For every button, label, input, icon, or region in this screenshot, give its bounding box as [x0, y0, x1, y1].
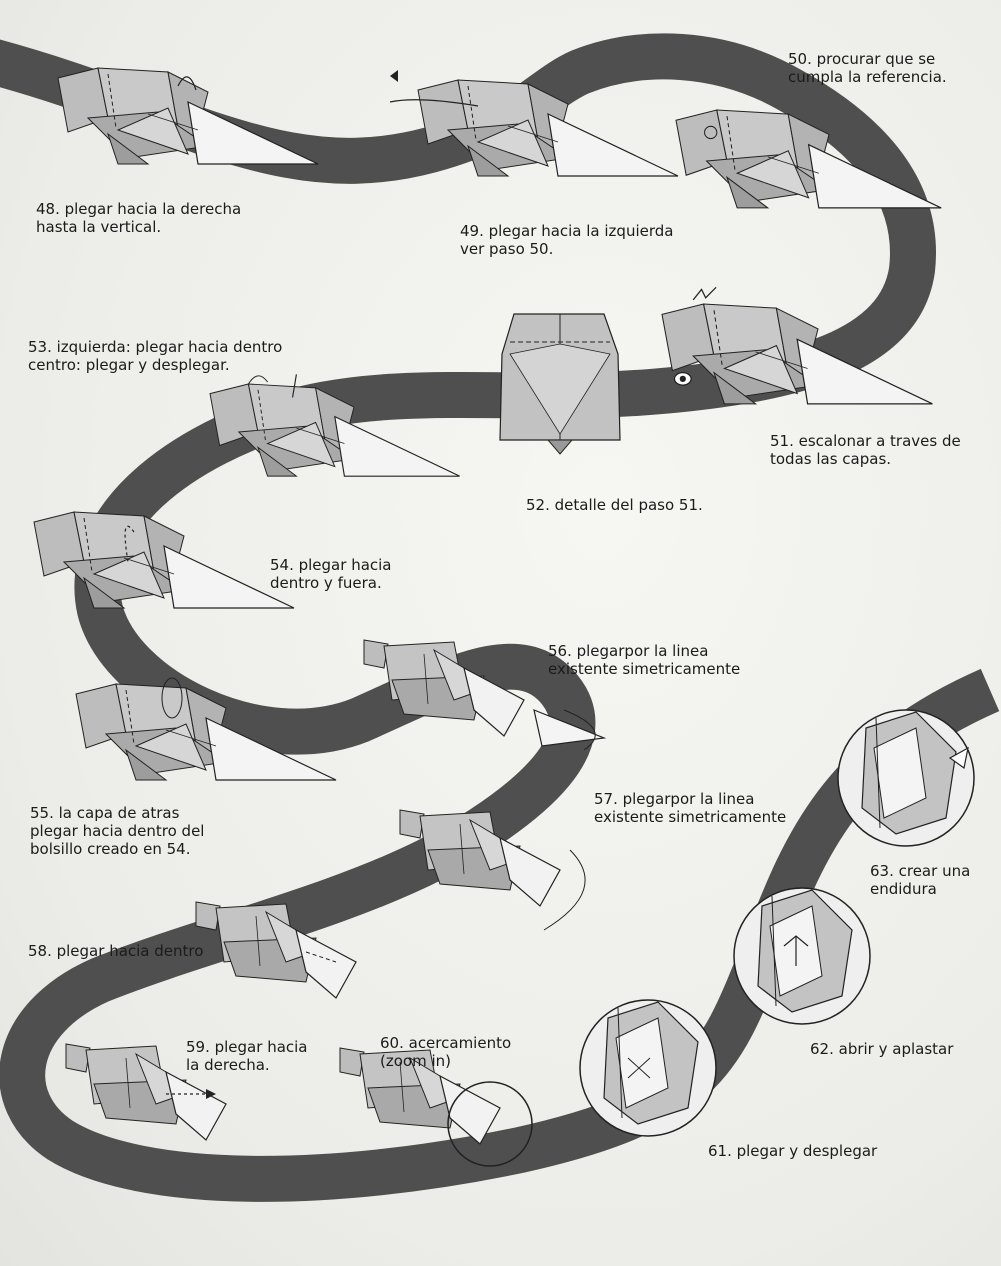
step-60-figure [339, 1047, 533, 1167]
step-52-caption: 52. detalle del paso 51. [526, 496, 703, 514]
step-53-caption: 53. izquierda: plegar hacia dentro centr… [28, 338, 283, 374]
step-55-figure [75, 677, 337, 781]
step-50-caption: 50. procurar que se cumpla la referencia… [788, 50, 947, 86]
step-52-figure [499, 313, 621, 455]
step-59-figure [65, 1043, 227, 1141]
step-58-caption: 58. plegar hacia dentro [28, 942, 204, 960]
step-61-figure [579, 999, 717, 1137]
step-61-caption: 61. plegar y desplegar [708, 1142, 878, 1160]
step-58-figure [195, 901, 357, 999]
step-51-caption: 51. escalonar a traves de todas las capa… [770, 432, 961, 468]
step-51-figure [661, 286, 934, 405]
step-56-figure [363, 639, 607, 751]
step-60-caption: 60. acercamiento (zoom in) [380, 1034, 512, 1070]
step-48-caption: 48. plegar hacia la derecha hasta la ver… [36, 200, 242, 236]
step-50-figure [675, 109, 942, 209]
step-57-figure [399, 809, 586, 931]
step-49-caption: 49. plegar hacia la izquierda ver paso 5… [460, 222, 674, 258]
step-48-figure [57, 67, 319, 165]
step-63-figure [837, 709, 975, 847]
step-62-figure [733, 887, 871, 1025]
step-54-figure [33, 511, 295, 609]
step-56-caption: 56. plegarpor la linea existente simetri… [548, 642, 741, 678]
step-63-caption: 63. crear una endidura [870, 862, 971, 898]
ribbon-path [0, 33, 1000, 1202]
step-49-figure [389, 70, 679, 177]
step-54-caption: 54. plegar hacia dentro y fuera. [270, 556, 392, 592]
step-57-caption: 57. plegarpor la linea existente simetri… [594, 790, 787, 826]
step-62-caption: 62. abrir y aplastar [810, 1040, 954, 1058]
step-53-figure [209, 374, 461, 477]
step-59-caption: 59. plegar hacia la derecha. [186, 1038, 308, 1074]
step-55-caption: 55. la capa de atras plegar hacia dentro… [30, 804, 205, 858]
